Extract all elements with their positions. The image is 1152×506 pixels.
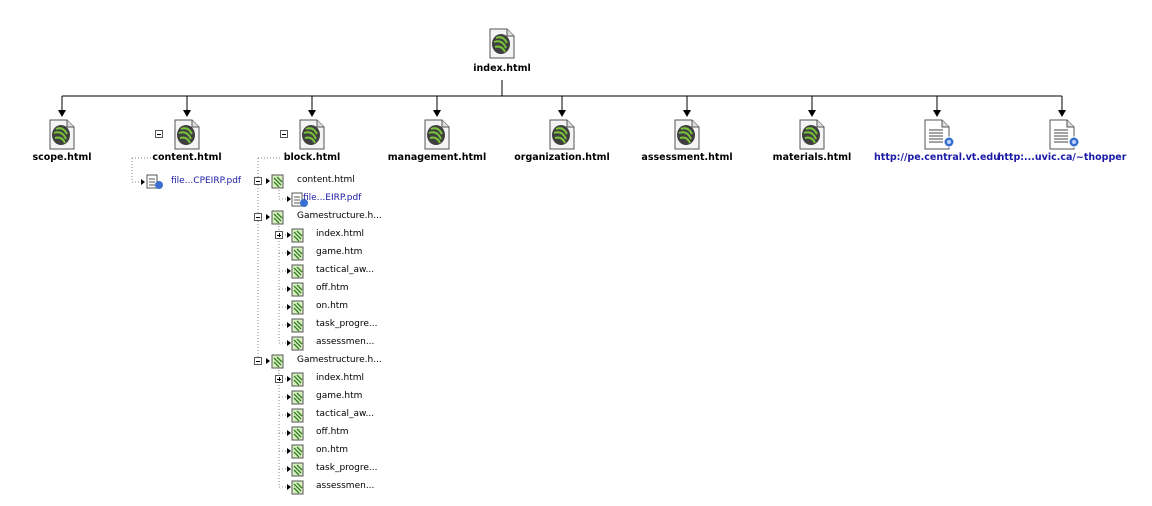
link-arrow-icon	[287, 430, 291, 436]
grandchild-2-1[interactable]: game.htm	[316, 391, 363, 401]
link-arrow-icon	[266, 358, 270, 364]
content-pdf-icon[interactable]	[146, 174, 163, 189]
link-arrow-icon	[266, 214, 270, 220]
uvic-icon[interactable]	[1049, 119, 1080, 150]
node-scope[interactable]: scope.html	[32, 152, 92, 163]
node-pecentral[interactable]: http://pe.central.vt.edu	[874, 152, 1000, 163]
grandchild-2-4-icon[interactable]	[291, 444, 304, 459]
link-arrow-icon	[266, 178, 270, 184]
block-child-2-icon[interactable]	[271, 354, 284, 369]
link-arrow-icon	[287, 286, 291, 292]
root-page-icon[interactable]	[489, 28, 515, 59]
node-organization[interactable]: organization.html	[514, 152, 610, 163]
grandchild-2-4[interactable]: on.htm	[316, 445, 349, 455]
grandchild-1-3-icon[interactable]	[291, 282, 304, 297]
link-arrow-icon	[287, 484, 291, 490]
grandchild-1-0-icon[interactable]	[291, 228, 304, 243]
link-arrow-icon	[287, 412, 291, 418]
grandchild-1-2-icon[interactable]	[291, 264, 304, 279]
down-arrow	[558, 110, 566, 117]
grandchild-2-1-icon[interactable]	[291, 390, 304, 405]
link-arrow-icon	[287, 250, 291, 256]
link-arrow-icon	[287, 232, 291, 238]
block-child-2[interactable]: Gamestructure.h...	[297, 355, 382, 365]
node-uvic[interactable]: http:...uvic.ca/~thopper	[997, 152, 1127, 163]
pecentral-icon[interactable]	[924, 119, 955, 150]
link-arrow-icon	[287, 376, 291, 382]
grandchild-0-0-icon[interactable]	[291, 192, 308, 207]
grandchild-0-0[interactable]: file...EIRP.pdf	[303, 193, 362, 203]
node-content[interactable]: content.html	[152, 152, 222, 163]
block-icon[interactable]	[299, 119, 325, 150]
node-management[interactable]: management.html	[387, 152, 487, 163]
grandchild-2-3[interactable]: off.htm	[316, 427, 349, 437]
grandchild-2-2-icon[interactable]	[291, 408, 304, 423]
down-arrow	[683, 110, 691, 117]
block-collapse-icon[interactable]	[280, 130, 288, 138]
grandchild-1-3[interactable]: off.htm	[316, 283, 349, 293]
content-icon[interactable]	[174, 119, 200, 150]
grandchild-1-2[interactable]: tactical_aw...	[316, 265, 375, 275]
materials-icon[interactable]	[799, 119, 825, 150]
grandchild-2-3-icon[interactable]	[291, 426, 304, 441]
block-child-2-toggle-icon[interactable]	[254, 357, 262, 365]
node-materials[interactable]: materials.html	[772, 152, 852, 163]
grandchild-1-4[interactable]: on.htm	[316, 301, 349, 311]
down-arrow	[933, 110, 941, 117]
node-block[interactable]: block.html	[283, 152, 341, 163]
grandchild-1-5-icon[interactable]	[291, 318, 304, 333]
grandchild-2-0[interactable]: index.html	[316, 373, 364, 383]
block-child-1[interactable]: Gamestructure.h...	[297, 211, 382, 221]
link-arrow-icon	[287, 448, 291, 454]
down-arrow	[183, 110, 191, 117]
grandchild-1-6[interactable]: assessmen...	[316, 337, 375, 347]
grandchild-toggle-icon[interactable]	[275, 375, 283, 383]
link-arrow-icon	[287, 196, 291, 202]
grandchild-1-1-icon[interactable]	[291, 246, 304, 261]
grandchild-2-6-icon[interactable]	[291, 480, 304, 495]
grandchild-2-6[interactable]: assessmen...	[316, 481, 375, 491]
link-arrow-icon	[287, 268, 291, 274]
link-arrow-icon	[287, 466, 291, 472]
grandchild-1-1[interactable]: game.htm	[316, 247, 363, 257]
link-arrow-icon	[287, 322, 291, 328]
grandchild-1-4-icon[interactable]	[291, 300, 304, 315]
link-arrow-icon	[287, 394, 291, 400]
down-arrow	[433, 110, 441, 117]
down-arrow	[808, 110, 816, 117]
grandchild-1-0[interactable]: index.html	[316, 229, 364, 239]
grandchild-2-2[interactable]: tactical_aw...	[316, 409, 375, 419]
management-icon[interactable]	[424, 119, 450, 150]
down-arrow	[308, 110, 316, 117]
content-collapse-icon[interactable]	[155, 130, 163, 138]
block-child-0[interactable]: content.html	[297, 175, 355, 185]
grandchild-2-5-icon[interactable]	[291, 462, 304, 477]
down-arrow	[1058, 110, 1066, 117]
link-arrow-icon	[287, 304, 291, 310]
grandchild-1-5[interactable]: task_progre...	[316, 319, 378, 329]
down-arrow	[58, 110, 66, 117]
node-assessment[interactable]: assessment.html	[641, 152, 733, 163]
block-child-1-toggle-icon[interactable]	[254, 213, 262, 221]
link-arrow-icon	[141, 179, 145, 185]
assessment-icon[interactable]	[674, 119, 700, 150]
block-child-0-toggle-icon[interactable]	[254, 177, 262, 185]
organization-icon[interactable]	[549, 119, 575, 150]
grandchild-1-6-icon[interactable]	[291, 336, 304, 351]
scope-icon[interactable]	[49, 119, 75, 150]
link-arrow-icon	[287, 340, 291, 346]
root-label[interactable]: index.html	[473, 63, 531, 74]
block-child-0-icon[interactable]	[271, 174, 284, 189]
content-pdf-link[interactable]: file...CPEIRP.pdf	[171, 176, 242, 186]
grandchild-2-5[interactable]: task_progre...	[316, 463, 378, 473]
grandchild-toggle-icon[interactable]	[275, 231, 283, 239]
grandchild-2-0-icon[interactable]	[291, 372, 304, 387]
block-child-1-icon[interactable]	[271, 210, 284, 225]
